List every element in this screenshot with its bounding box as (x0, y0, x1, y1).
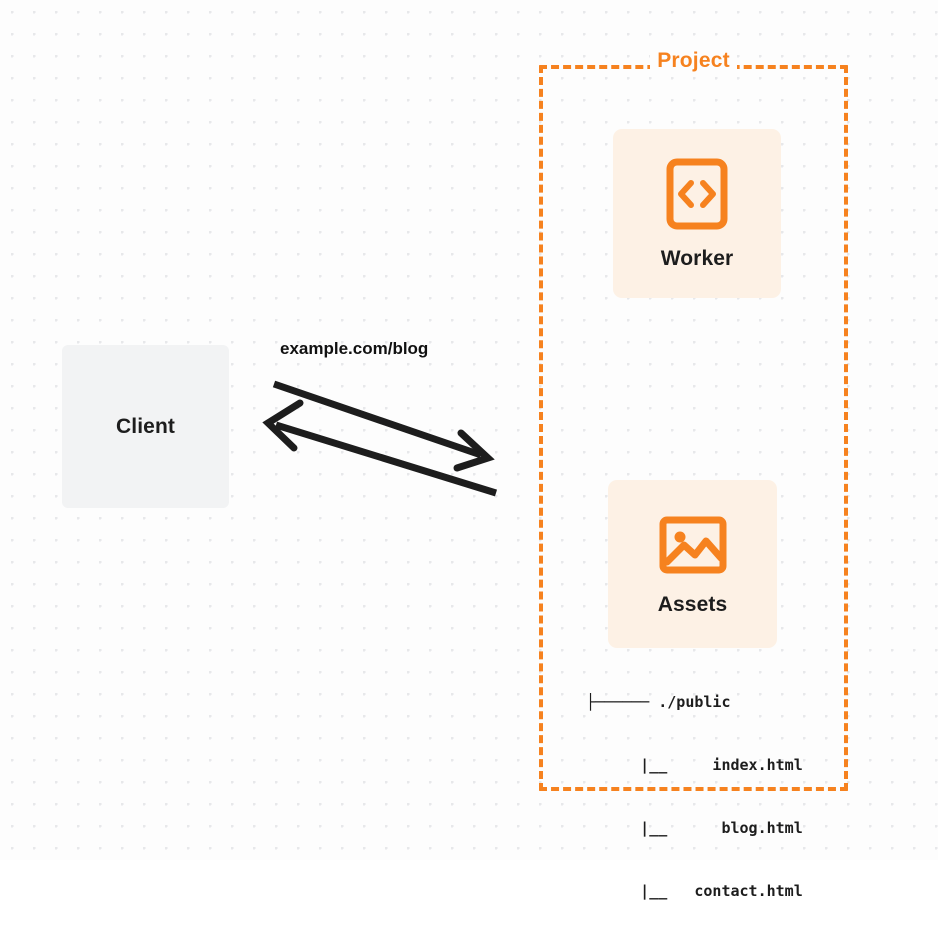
file-tree-line-blog: |__ blog.html (586, 819, 803, 837)
project-group-title-text: Project (650, 50, 737, 71)
file-tree-line-contact: |__ contact.html (586, 882, 803, 900)
file-tree-line-index: |__ index.html (586, 756, 803, 774)
diagram-canvas: Project Worker Assets ├────── ./public |… (0, 0, 938, 900)
node-worker-label: Worker (660, 247, 734, 270)
node-assets[interactable]: Assets (608, 480, 777, 648)
node-worker[interactable]: Worker (613, 129, 781, 298)
assets-file-tree: ├────── ./public |__ index.html |__ blog… (586, 650, 803, 944)
connection-label: example.com/blog (280, 339, 429, 358)
project-group-title: Project (539, 50, 848, 71)
image-icon (659, 514, 727, 576)
arrow-response (262, 399, 498, 497)
node-client-label: Client (116, 415, 175, 438)
file-tree-line-root: ├────── ./public (586, 693, 731, 711)
node-client[interactable]: Client (62, 345, 229, 508)
arrow-request (272, 380, 495, 472)
node-assets-label: Assets (657, 592, 728, 616)
code-file-icon (666, 158, 728, 230)
